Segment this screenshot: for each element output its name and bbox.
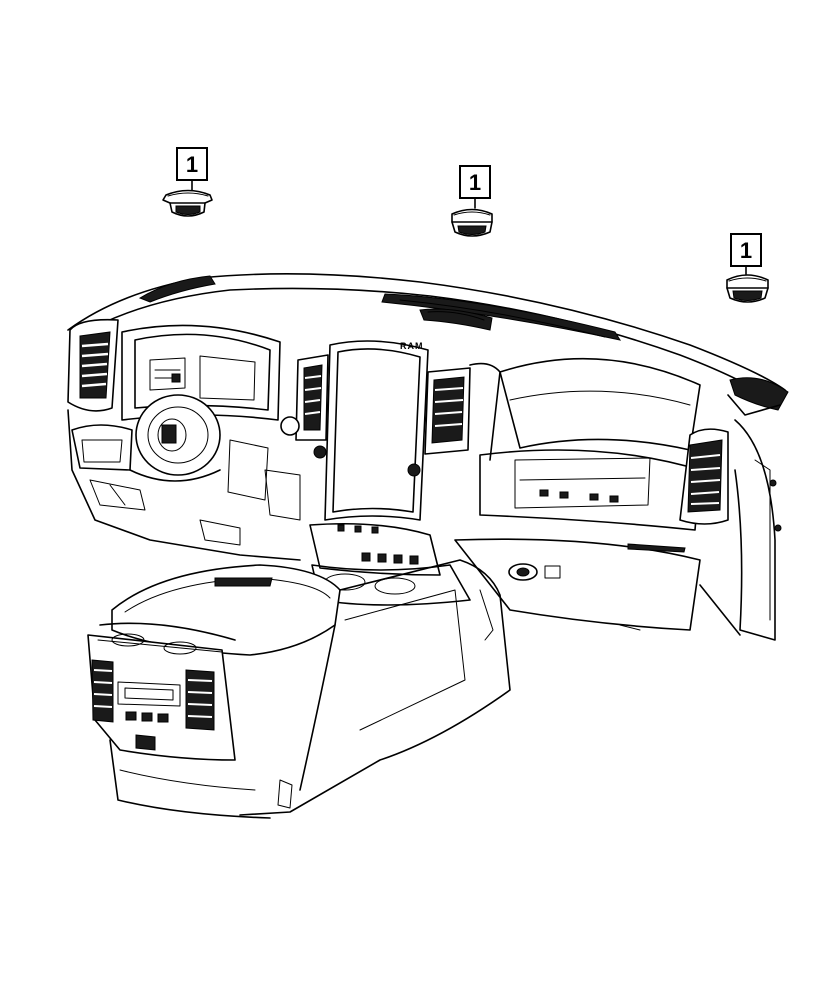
callout-1-left: 1 [176,147,208,191]
instrument-panel: RAM [67,273,789,641]
center-touchscreen [324,340,429,521]
brand-badge: RAM [400,341,424,351]
callout-label: 1 [469,170,481,195]
center-console [87,522,511,819]
speaker-center [451,208,493,237]
vent-slats-left [81,342,109,388]
speaker-left [162,189,213,217]
speaker-right [726,274,769,303]
callout-box [459,165,491,199]
callout-label: 1 [186,152,198,177]
callout-1-center: 1 [459,165,491,209]
callout-box [730,233,762,267]
callout-1-right: 1 [730,233,762,275]
callout-label: 1 [740,238,752,263]
